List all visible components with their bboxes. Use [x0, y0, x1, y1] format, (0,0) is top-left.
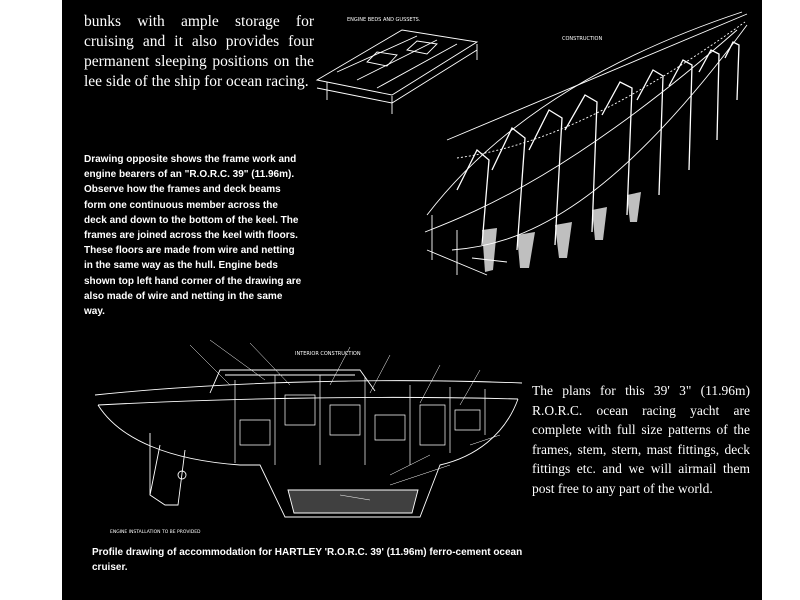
profile-title: INTERIOR CONSTRUCTION [295, 351, 361, 357]
engine-installation-note: ENGINE INSTALLATION TO BE PROVIDED [110, 529, 201, 535]
construction-drawing: ENGINE BEDS AND GUSSETS. CONSTRUCTION [315, 11, 748, 276]
intro-paragraph: bunks with ample storage for cruising an… [84, 13, 314, 90]
frame-drawing-description: Drawing opposite shows the frame work an… [84, 154, 302, 318]
engine-beds-title: ENGINE BEDS AND GUSSETS. [347, 17, 421, 23]
hull-frames: CONSTRUCTION [424, 11, 748, 276]
profile-drawing: INTERIOR CONSTRUCTION ENGINE INST [94, 339, 523, 535]
brochure-page: bunks with ample storage for cruising an… [62, 0, 762, 600]
profile-caption: Profile drawing of accommodation for HAR… [92, 547, 523, 573]
construction-title: CONSTRUCTION [562, 36, 602, 42]
engine-beds-inset: ENGINE BEDS AND GUSSETS. [315, 17, 479, 114]
plans-offer-paragraph: The plans for this 39' 3" (11.96m) R.O.R… [532, 383, 750, 496]
